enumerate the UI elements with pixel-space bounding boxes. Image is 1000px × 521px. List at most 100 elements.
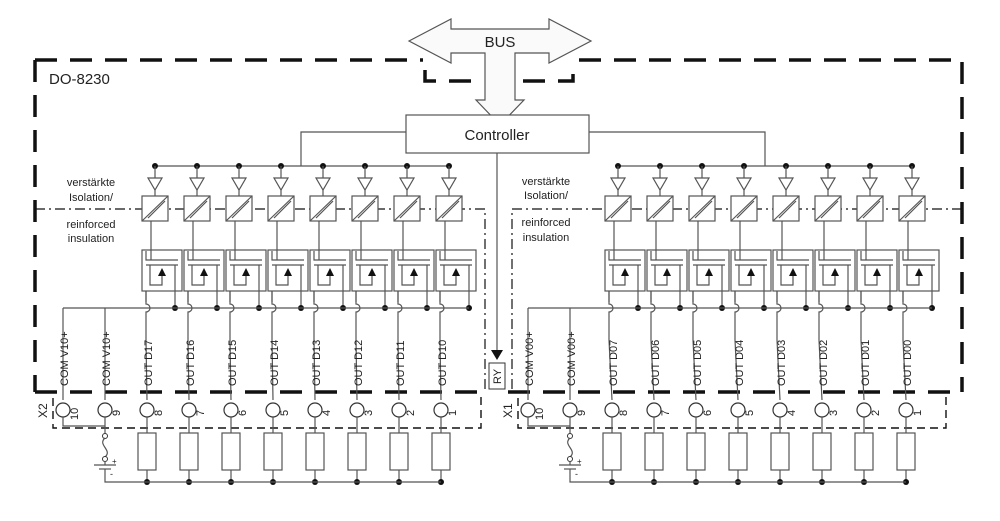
driver-triangle-icon: [314, 177, 332, 192]
svg-text:Isolation/: Isolation/: [524, 190, 569, 202]
output-line: [145, 291, 151, 401]
svg-text:reinforced: reinforced: [67, 219, 116, 231]
terminal-number: 7: [660, 410, 672, 416]
load-resistor-icon: [854, 432, 874, 471]
terminal-block: [52, 396, 482, 429]
output-label: OUT D04: [734, 340, 746, 386]
battery-minus: -: [575, 469, 578, 479]
terminal-screw-icon: [391, 402, 407, 418]
output-label: OUT D01: [860, 340, 872, 386]
terminal-screw-icon: [646, 402, 662, 418]
svg-text:verstärkte: verstärkte: [522, 176, 570, 188]
output-label: OUT D10: [437, 340, 449, 386]
driver-triangle-icon: [272, 177, 290, 192]
terminal-screw-icon: [307, 402, 323, 418]
output-line: [313, 291, 319, 401]
driver-triangle-icon: [903, 177, 921, 192]
load-resistor-icon: [221, 432, 241, 471]
driver-triangle-icon: [651, 177, 669, 192]
terminal-number: 5: [279, 410, 291, 416]
output-label: OUT D03: [776, 340, 788, 386]
terminal-number: 6: [702, 410, 714, 416]
load-resistor-icon: [896, 432, 916, 471]
driver-triangle-icon: [146, 177, 164, 192]
terminal-block: [517, 396, 947, 429]
terminal-screw-icon: [562, 402, 578, 418]
output-label: OUT D11: [395, 341, 407, 386]
terminal-number: 8: [618, 410, 630, 416]
driver-triangle-icon: [819, 177, 837, 192]
load-resistor-icon: [728, 432, 748, 471]
terminal-number: 3: [828, 410, 840, 416]
driver-triangle-icon: [440, 177, 458, 192]
relay-label: RY: [492, 368, 504, 384]
load-resistor-icon: [431, 432, 451, 471]
controller: Controller: [405, 114, 590, 154]
load-resistor-icon: [305, 432, 325, 471]
mosfet-switch-icon: [309, 249, 351, 292]
terminal-number: 9: [111, 410, 123, 416]
terminal-screw-icon: [772, 402, 788, 418]
output-line: [439, 291, 445, 401]
isolation-label-right: verstärkte Isolation/ reinforced insulat…: [522, 176, 571, 244]
terminal-number: 4: [786, 410, 798, 416]
output-line: [271, 291, 277, 401]
device-housing: [33, 58, 964, 394]
load-resistor-icon: [770, 432, 790, 471]
fuse-icon: [102, 433, 108, 439]
terminal-screw-icon: [604, 402, 620, 418]
terminal-screw-icon: [97, 402, 113, 418]
terminal-screw-icon: [181, 402, 197, 418]
driver-triangle-icon: [188, 177, 206, 192]
terminal-number: 1: [912, 410, 924, 416]
load-resistor-icon: [644, 432, 664, 471]
output-line: [818, 291, 824, 401]
terminal-screw-icon: [520, 402, 536, 418]
output-line: [860, 291, 866, 401]
output-label: OUT D05: [692, 340, 704, 386]
svg-text:insulation: insulation: [523, 232, 569, 244]
bus-label: BUS: [485, 34, 516, 51]
driver-triangle-icon: [861, 177, 879, 192]
driver-triangle-icon: [356, 177, 374, 192]
terminal-number: 5: [744, 410, 756, 416]
output-label: OUT D15: [227, 340, 239, 386]
load-resistor-icon: [179, 432, 199, 471]
isolation-label-left: verstärkte Isolation/ reinforced insulat…: [67, 177, 116, 245]
mosfet-switch-icon: [351, 249, 393, 292]
output-label: OUT D16: [185, 340, 197, 386]
load-resistor-icon: [812, 432, 832, 471]
terminal-screw-icon: [814, 402, 830, 418]
terminal-number: 4: [321, 410, 333, 416]
output-label: OUT D13: [311, 340, 323, 386]
device-label: DO-8230: [49, 71, 110, 88]
svg-text:insulation: insulation: [68, 233, 114, 245]
ground-rail: [569, 469, 906, 483]
terminal-screw-icon: [856, 402, 872, 418]
terminal-screw-icon: [55, 402, 71, 418]
svg-text:reinforced: reinforced: [522, 217, 571, 229]
com-label: COM V10+: [101, 331, 113, 386]
driver-triangle-icon: [398, 177, 416, 192]
output-line: [608, 291, 614, 401]
output-label: OUT D06: [650, 340, 662, 386]
fuse-icon: [567, 433, 573, 439]
com-label: COM V00+: [566, 331, 578, 386]
output-line: [229, 291, 235, 401]
ground-rail: [104, 469, 441, 483]
output-label: OUT D17: [143, 340, 155, 386]
mosfet-switch-icon: [435, 249, 477, 292]
terminal-number: 10: [69, 408, 81, 420]
output-line: [187, 291, 193, 401]
output-line: [650, 291, 656, 401]
terminal-number: 2: [870, 410, 882, 416]
fuse-icon: [102, 437, 108, 458]
mosfet-switch-icon: [772, 249, 814, 292]
terminal-screw-icon: [223, 402, 239, 418]
driver-triangle-icon: [735, 177, 753, 192]
load-resistor-icon: [347, 432, 367, 471]
load-resistor-icon: [686, 432, 706, 471]
terminal-number: 6: [237, 410, 249, 416]
